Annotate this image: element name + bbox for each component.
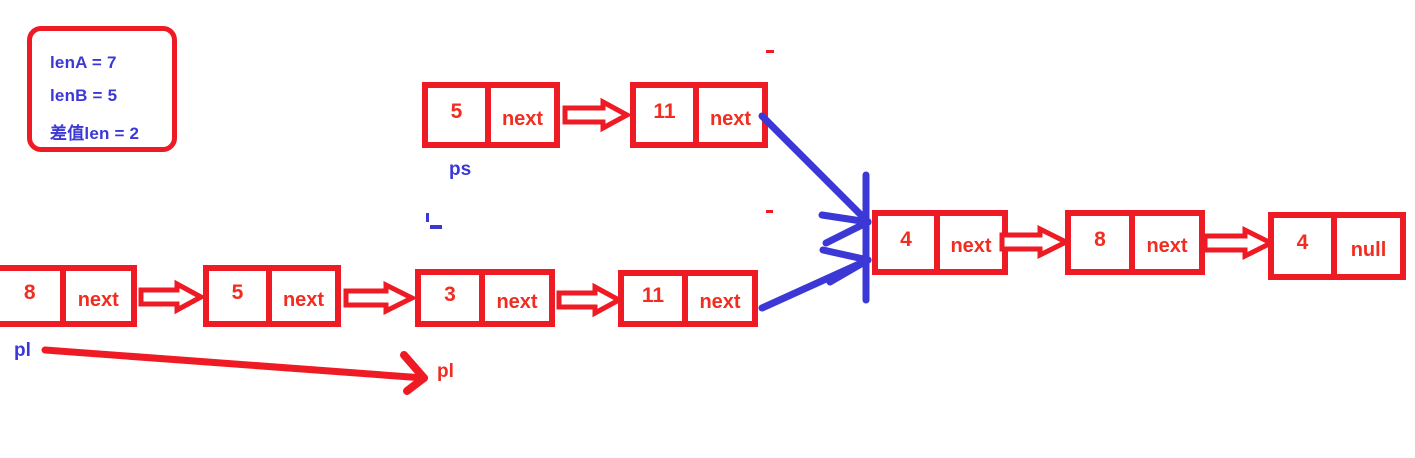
node-next-field: next: [699, 291, 741, 313]
node-next-field: next: [496, 290, 538, 313]
node-value: 11: [636, 88, 699, 142]
node-next-field: next: [950, 235, 992, 257]
info-box: lenA = 7 lenB = 5 差值len = 2: [27, 26, 177, 152]
scan-speck: [766, 210, 773, 213]
scan-speck: [426, 213, 429, 222]
arrow-short-0-to-1: [562, 97, 633, 133]
node-value: 11: [624, 276, 688, 321]
node-long-3: 11 next: [618, 270, 758, 327]
arrow-tail-0-to-1: [999, 224, 1072, 260]
node-long-2: 3 next: [415, 269, 555, 327]
node-tail-1: 8 next: [1065, 210, 1205, 275]
node-value: 8: [0, 271, 66, 321]
info-line-diff: 差值len = 2: [50, 124, 140, 143]
node-next-field: next: [77, 288, 119, 311]
blue-arrow-from-short-list: [758, 112, 872, 247]
node-tail-0: 4 next: [872, 210, 1008, 275]
node-short-0: 5 next: [422, 82, 560, 148]
scan-speck: [766, 50, 774, 53]
red-arrow-pl-move: [41, 346, 428, 395]
arrow-long-0-to-1: [138, 279, 207, 315]
node-next-field: next: [501, 107, 544, 130]
node-value: 3: [421, 275, 485, 321]
node-next-field: next: [1146, 235, 1188, 257]
node-value: 5: [209, 271, 272, 321]
pointer-label-ps: ps: [449, 159, 472, 180]
node-short-1: 11 next: [630, 82, 768, 148]
node-next-field: next: [709, 107, 752, 130]
arrow-tail-1-to-2: [1202, 225, 1277, 261]
pointer-label-pl-moved: pl: [437, 361, 454, 382]
node-long-0: 8 next: [0, 265, 137, 327]
node-value: 8: [1071, 216, 1135, 269]
node-value: 4: [878, 216, 940, 269]
info-line-lenB: lenB = 5: [50, 86, 118, 105]
node-tail-2: 4 null: [1268, 212, 1406, 280]
info-line-lenA: lenA = 7: [50, 53, 117, 72]
node-long-1: 5 next: [203, 265, 341, 327]
arrow-long-2-to-3: [556, 282, 625, 318]
blue-arrow-from-long-list: [758, 246, 872, 312]
pointer-label-pl-start: pl: [14, 340, 31, 361]
arrow-long-1-to-2: [343, 280, 418, 316]
node-null-field: null: [1350, 238, 1387, 261]
node-value: 4: [1274, 218, 1337, 274]
node-value: 5: [428, 88, 491, 142]
scan-speck: [430, 225, 442, 229]
node-next-field: next: [282, 288, 325, 311]
